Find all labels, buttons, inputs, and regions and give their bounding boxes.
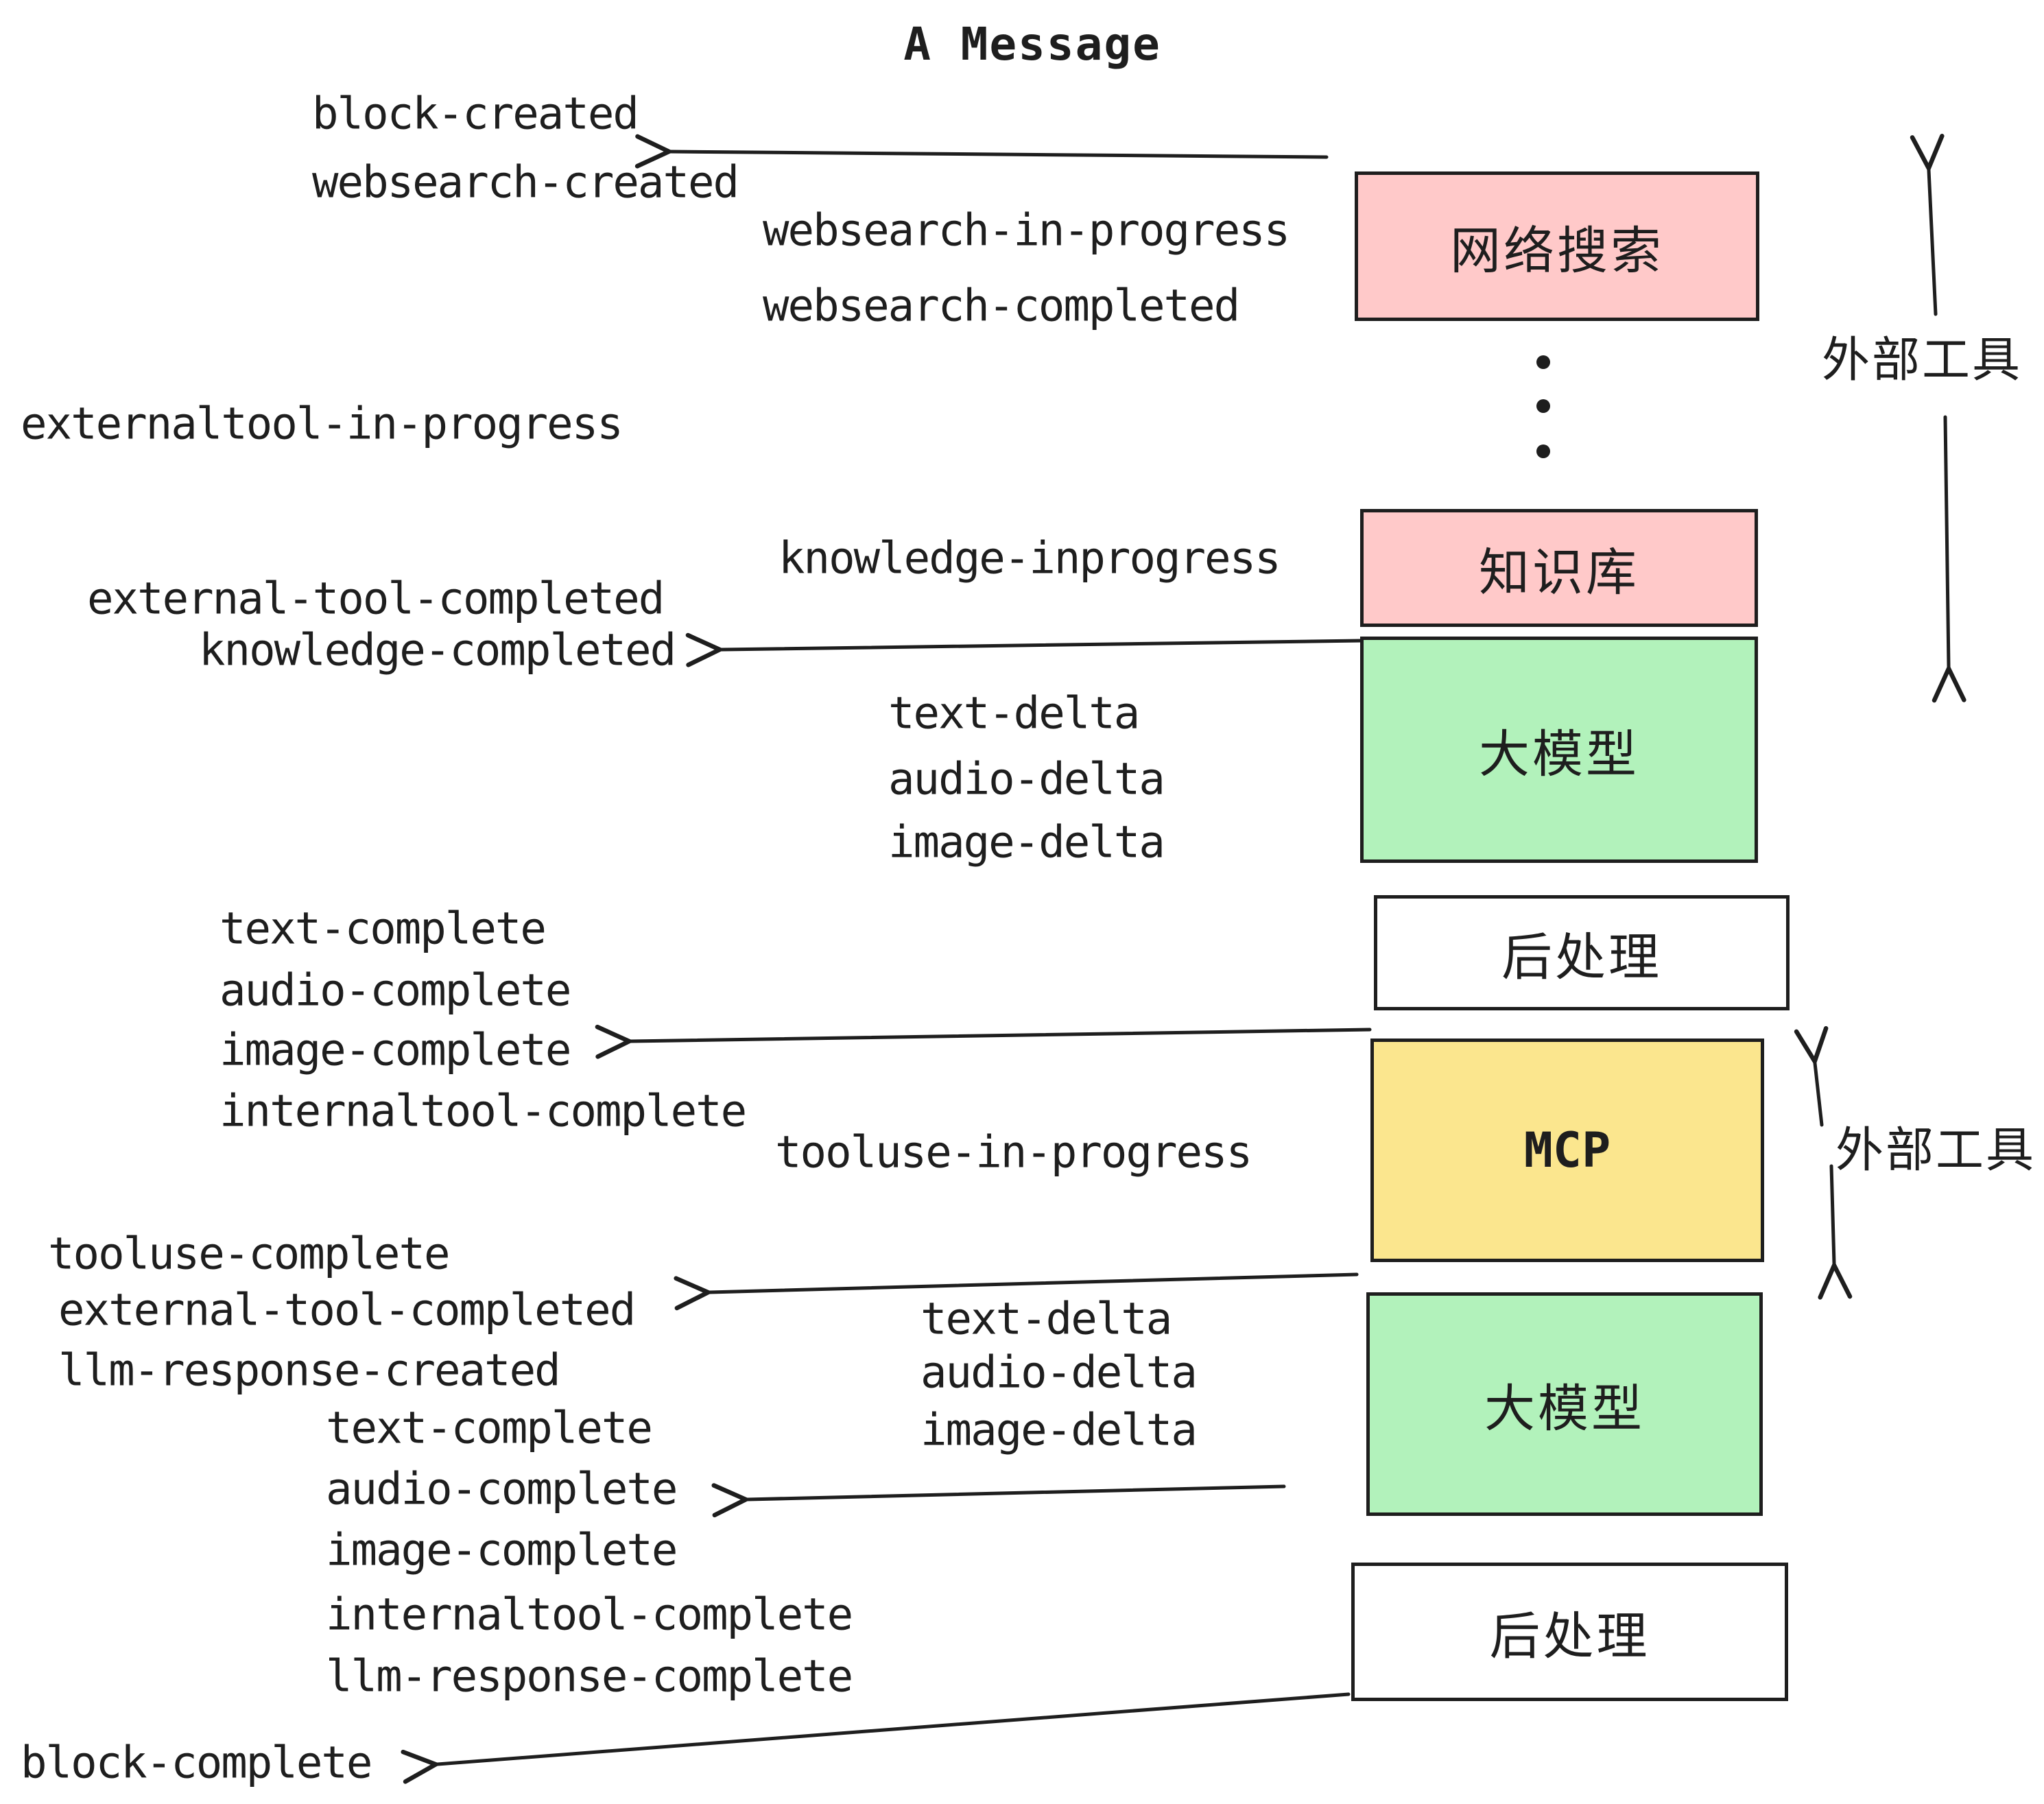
ellipsis-dot — [1536, 355, 1550, 369]
event-image-delta-1: image-delta — [888, 817, 1165, 868]
box-knowledge-label: 知识库 — [1479, 543, 1639, 602]
arrow-to-block-complete — [401, 1692, 1351, 1784]
box-llm-bottom: 大模型 — [1366, 1292, 1763, 1516]
box-mcp-label: MCP — [1523, 1122, 1611, 1178]
event-image-complete-1: image-complete — [219, 1025, 571, 1076]
external-tools-span-arrow-down-top — [1932, 415, 1966, 703]
box-websearch: 网络搜索 — [1355, 171, 1759, 321]
event-websearch-created: websearch-created — [312, 157, 739, 209]
arrow-to-knowledge-completed — [685, 632, 1363, 667]
event-image-delta-2: image-delta — [920, 1405, 1198, 1456]
event-externaltool-in-progress: externaltool-in-progress — [21, 399, 623, 450]
event-audio-delta-1: audio-delta — [888, 754, 1165, 805]
event-websearch-in-progress: websearch-in-progress — [763, 205, 1290, 257]
external-tools-span-arrow-up-top — [1910, 134, 1945, 316]
event-tooluse-in-progress: tooluse-in-progress — [775, 1127, 1252, 1178]
event-block-created: block-created — [312, 88, 639, 140]
event-text-complete-1: text-complete — [219, 903, 547, 955]
event-internaltool-complete-2: internaltool-complete — [326, 1589, 853, 1641]
event-image-complete-2: image-complete — [326, 1525, 678, 1576]
label-external-tools-mid: 外部工具 — [1835, 1121, 2036, 1178]
event-text-delta-2: text-delta — [920, 1294, 1172, 1345]
diagram-title: A Message — [903, 17, 1161, 71]
event-text-delta-1: text-delta — [888, 688, 1140, 739]
ellipsis-dot — [1536, 444, 1550, 458]
event-tooluse-complete: tooluse-complete — [48, 1229, 450, 1280]
box-websearch-label: 网络搜索 — [1450, 221, 1664, 281]
box-knowledge: 知识库 — [1360, 509, 1758, 627]
label-external-tools-top: 外部工具 — [1822, 331, 2022, 388]
external-tools-span-arrow-up-mid — [1794, 1025, 1829, 1127]
arrow-to-tooluse-complete — [674, 1272, 1359, 1311]
box-llm-bottom-label: 大模型 — [1484, 1379, 1645, 1438]
box-llm-top: 大模型 — [1360, 637, 1758, 863]
event-audio-complete-1: audio-complete — [219, 965, 571, 1017]
box-llm-top-label: 大模型 — [1479, 724, 1639, 784]
event-block-complete: block-complete — [21, 1737, 372, 1789]
box-post-bottom-label: 后处理 — [1489, 1606, 1650, 1666]
event-audio-delta-2: audio-delta — [920, 1347, 1198, 1399]
box-post-top-label: 后处理 — [1501, 927, 1662, 987]
arrow-to-image-complete — [595, 1024, 1372, 1059]
event-llm-response-created: llm-response-created — [58, 1345, 561, 1397]
event-knowledge-inprogress: knowledge-inprogress — [779, 533, 1281, 584]
event-knowledge-completed: knowledge-completed — [199, 625, 676, 676]
arrow-to-audio-complete — [711, 1483, 1286, 1518]
event-audio-complete-2: audio-complete — [326, 1464, 678, 1515]
box-post-bottom: 后处理 — [1351, 1563, 1788, 1701]
event-external-tool-completed-2: external-tool-completed — [58, 1285, 636, 1336]
external-tools-span-arrow-down-mid — [1818, 1164, 1853, 1300]
box-mcp: MCP — [1370, 1039, 1764, 1262]
ellipsis-dot — [1536, 399, 1550, 413]
box-post-top: 后处理 — [1374, 895, 1790, 1010]
arrow-to-block-created — [634, 134, 1329, 169]
event-llm-response-complete: llm-response-complete — [326, 1651, 853, 1702]
event-websearch-completed: websearch-completed — [763, 281, 1240, 332]
event-text-complete-2: text-complete — [326, 1403, 653, 1454]
event-internaltool-complete-1: internaltool-complete — [219, 1086, 747, 1137]
event-external-tool-completed-1: external-tool-completed — [87, 573, 665, 625]
